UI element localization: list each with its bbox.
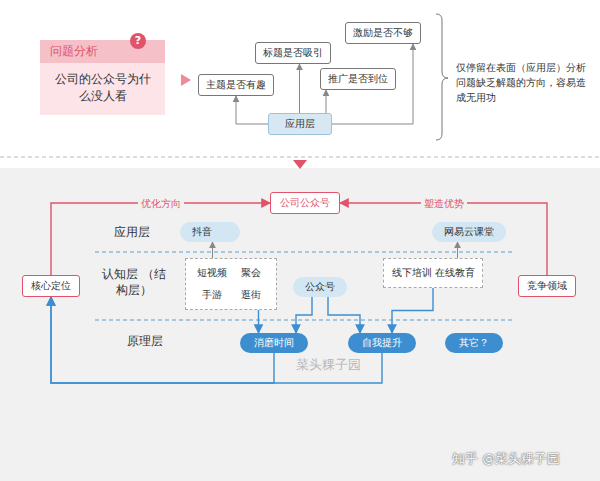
edge-label: 优化方向 xyxy=(138,197,184,210)
node-text: 公司的公众号为什么没人看 xyxy=(40,63,165,115)
question-icon: ? xyxy=(130,33,146,49)
connector xyxy=(328,297,360,333)
watermark: 知乎 @菜头粿子园 xyxy=(452,450,560,468)
node-text: 竞争领域 xyxy=(527,280,567,291)
problem-box: 问题分析公司的公众号为什么没人看 xyxy=(40,40,165,115)
connector xyxy=(392,288,433,333)
principle-pill: 自我提升 xyxy=(348,333,416,353)
separator xyxy=(0,157,600,158)
node-text: 消磨时间 xyxy=(254,337,294,348)
question-box: 主题是否有趣 xyxy=(198,74,274,96)
node-text: 手游 xyxy=(192,288,231,302)
node-text: 激励是否不够 xyxy=(353,27,413,38)
node-text: 主题是否有趣 xyxy=(206,79,266,90)
note: 仅停留在表面（应用层）分析问题缺乏解题的方向，容易造成无用功 xyxy=(456,60,590,105)
node-text: 在线教育 xyxy=(433,266,476,280)
group-box: 线下培训在线教育 xyxy=(383,258,483,288)
node-text: 应用层 xyxy=(285,118,315,129)
layer-box: 应用层 xyxy=(268,113,332,135)
node-text: 推广是否到位 xyxy=(328,73,388,84)
node-text: 抖音 xyxy=(192,226,212,237)
node-text: 聚会 xyxy=(231,266,270,280)
app-pill: 抖音 xyxy=(180,222,240,242)
question-box: 标题是否吸引 xyxy=(255,42,331,64)
arrow-triangle xyxy=(181,74,191,86)
layer-divider xyxy=(95,251,515,252)
connector xyxy=(457,242,458,258)
node-text: 自我提升 xyxy=(362,337,402,348)
layer-divider xyxy=(95,319,515,320)
node-text: 短视频 xyxy=(192,266,231,280)
row-label: 原理层 xyxy=(127,333,163,350)
row-label: 应用层 xyxy=(114,224,150,241)
principle-pill: 其它？ xyxy=(445,333,503,353)
node-text: 逛街 xyxy=(231,288,270,302)
app-pill: 网易云课堂 xyxy=(432,222,506,242)
app-pill: 公众号 xyxy=(293,277,347,297)
side-box: 竞争领域 xyxy=(518,275,576,297)
connector xyxy=(296,297,312,333)
watermark: 菜头粿子园 xyxy=(296,356,361,374)
connector xyxy=(236,96,268,124)
edge-label: 塑造优势 xyxy=(421,197,467,210)
node-text: 线下培训 xyxy=(390,266,433,280)
tab-title: 问题分析 xyxy=(40,40,165,63)
target-box: 公司公众号 xyxy=(270,192,340,214)
lower-ground xyxy=(0,168,600,481)
down-triangle xyxy=(293,160,307,169)
node-text: 标题是否吸引 xyxy=(263,47,323,58)
connector xyxy=(212,242,213,258)
node-text: 公众号 xyxy=(305,281,335,292)
side-box: 核心定位 xyxy=(22,275,80,297)
question-box: 推广是否到位 xyxy=(320,68,396,90)
bracket xyxy=(436,14,448,140)
question-box: 激励是否不够 xyxy=(345,22,421,44)
connector xyxy=(326,90,327,113)
row-label: 认知层 （结构层） xyxy=(100,266,168,298)
node-text: 核心定位 xyxy=(31,280,71,291)
connector xyxy=(299,64,300,113)
connector xyxy=(258,310,259,333)
node-text: 公司公众号 xyxy=(280,197,330,208)
node-text: 其它？ xyxy=(459,337,489,348)
principle-pill: 消磨时间 xyxy=(240,333,308,353)
node-text: 网易云课堂 xyxy=(444,226,494,237)
group-box: 短视频聚会手游逛街 xyxy=(185,258,277,310)
